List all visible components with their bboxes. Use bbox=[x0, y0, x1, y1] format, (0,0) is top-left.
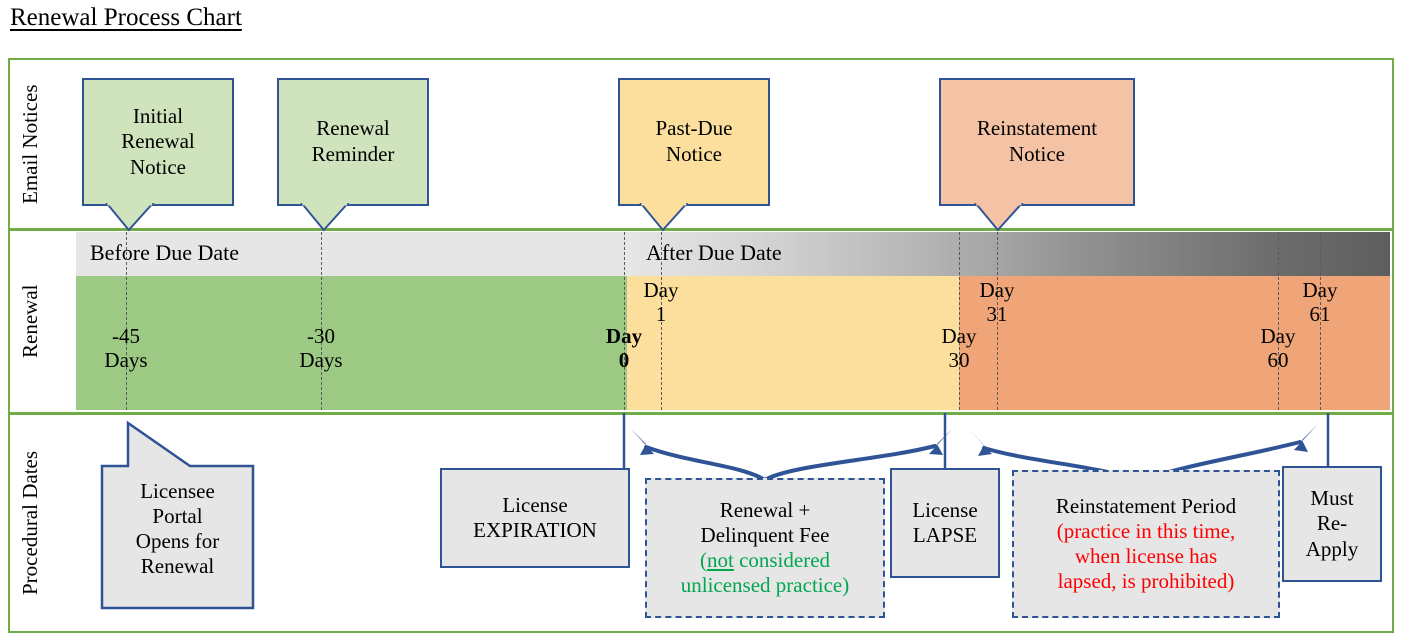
notice-line-2: Notice bbox=[1009, 142, 1065, 166]
procedural-box-renewal-delinquent-fee[interactable]: Renewal + Delinquent Fee (not considered… bbox=[645, 478, 885, 618]
notice-line-1: Renewal bbox=[316, 116, 390, 141]
day-label-line-1: Day bbox=[1260, 324, 1296, 348]
day-label-line-2: 61 bbox=[1309, 302, 1331, 327]
band-before-due-date bbox=[76, 276, 627, 410]
box-note-line-2: when license has bbox=[1074, 544, 1218, 568]
day-label-day-60: Day 60 bbox=[1228, 324, 1328, 373]
box-line-1: License bbox=[502, 492, 568, 517]
marker-line-day-30 bbox=[959, 232, 960, 410]
box-note-line-1: (not considered bbox=[699, 548, 831, 572]
row-separator-1 bbox=[8, 228, 1394, 231]
day-label-line-2: Days bbox=[104, 348, 148, 373]
day-label-day-31: Day 31 bbox=[947, 278, 1047, 327]
marker-line-day-31 bbox=[997, 232, 998, 410]
row-label-renewal: Renewal bbox=[18, 284, 42, 358]
band-reinstatement bbox=[959, 276, 1390, 410]
box-line-1: Must bbox=[1310, 486, 1354, 511]
day-label-line-2: 60 bbox=[1267, 348, 1289, 373]
notice-line-2: Reminder bbox=[311, 142, 395, 166]
box-line-2: Delinquent Fee bbox=[700, 522, 830, 547]
day-label-line-1: Day bbox=[941, 324, 977, 348]
procedural-box-license-lapse[interactable]: License LAPSE bbox=[890, 468, 1000, 578]
notice-line-1: Initial bbox=[132, 103, 184, 128]
row-label-email-notices: Email Notices bbox=[18, 84, 42, 204]
notice-line-1: Reinstatement bbox=[976, 116, 1098, 141]
box-line-2: LAPSE bbox=[912, 523, 978, 547]
procedural-box-reinstatement-period[interactable]: Reinstatement Period (practice in this t… bbox=[1012, 470, 1280, 618]
page-title: Renewal Process Chart bbox=[10, 4, 242, 31]
procedural-box-licensee-portal[interactable]: Licensee Portal Opens for Renewal bbox=[100, 420, 255, 610]
box-line-3: Apply bbox=[1305, 536, 1359, 561]
email-notice-initial-renewal-notice[interactable]: Initial Renewal Notice bbox=[82, 78, 234, 232]
marker-line-day-1 bbox=[661, 232, 662, 410]
day-label-line-1: Day bbox=[605, 324, 643, 348]
day-label-line-2: 30 bbox=[948, 348, 970, 373]
day-label-line-2: 0 bbox=[618, 348, 630, 373]
marker-line-day-61 bbox=[1320, 232, 1321, 410]
notice-line-2: Renewal bbox=[121, 129, 195, 154]
day-label-line-1: Day bbox=[979, 278, 1015, 302]
box-note-line-3: lapsed, is prohibited) bbox=[1057, 569, 1235, 594]
day-label-day-61: Day 61 bbox=[1270, 278, 1370, 327]
notice-line-2: Notice bbox=[666, 142, 722, 166]
box-line-3: Opens for bbox=[135, 529, 220, 553]
day-label-line-2: Days bbox=[299, 348, 343, 373]
box-line-2: Portal bbox=[152, 503, 203, 528]
day-label-minus-45: -45 Days bbox=[76, 324, 176, 373]
box-note-line-2: unlicensed practice) bbox=[680, 573, 850, 598]
procedural-box-must-reapply[interactable]: Must Re- Apply bbox=[1282, 466, 1382, 582]
box-line-1: Renewal + bbox=[719, 497, 811, 522]
row-label-procedural-dates: Procedural Dates bbox=[18, 450, 42, 596]
email-notice-reinstatement-notice[interactable]: Reinstatement Notice bbox=[939, 78, 1135, 232]
gradient-label-after-due-date: After Due Date bbox=[646, 240, 782, 265]
box-line-1: Reinstatement Period bbox=[1055, 493, 1237, 518]
day-label-line-1: Day bbox=[1302, 278, 1338, 302]
day-label-line-1: -45 bbox=[112, 324, 140, 348]
day-label-minus-30: -30 Days bbox=[271, 324, 371, 373]
chart-frame bbox=[8, 58, 1394, 633]
timeline-gradient-bar bbox=[76, 232, 1390, 276]
bubble-shape-icon bbox=[100, 420, 255, 610]
row-separator-2 bbox=[8, 412, 1394, 415]
email-notice-renewal-reminder[interactable]: Renewal Reminder bbox=[277, 78, 429, 232]
day-label-day-30: Day 30 bbox=[909, 324, 1009, 373]
box-note-line-1: (practice in this time, bbox=[1056, 518, 1236, 543]
box-line-2: Re- bbox=[1316, 511, 1348, 536]
marker-line-day-60 bbox=[1278, 232, 1279, 410]
box-line-4: Renewal bbox=[140, 554, 215, 579]
day-label-line-2: 1 bbox=[655, 302, 667, 327]
gradient-label-before-due-date: Before Due Date bbox=[90, 240, 240, 265]
notice-line-1: Past-Due bbox=[655, 116, 733, 141]
day-label-line-1: Day bbox=[643, 278, 679, 302]
day-label-line-2: 31 bbox=[986, 302, 1008, 327]
email-notice-past-due-notice[interactable]: Past-Due Notice bbox=[618, 78, 770, 232]
day-label-day-1: Day 1 bbox=[611, 278, 711, 327]
band-renewal-delinquent bbox=[627, 276, 959, 410]
marker-line-day--30 bbox=[321, 232, 322, 410]
day-label-day-0: Day 0 bbox=[574, 324, 674, 373]
procedural-box-license-expiration[interactable]: License EXPIRATION bbox=[440, 468, 630, 568]
box-line-1: License bbox=[912, 497, 978, 522]
box-line-1: Licensee bbox=[140, 478, 215, 503]
notice-line-3: Notice bbox=[130, 154, 186, 179]
marker-line-day--45 bbox=[126, 232, 127, 410]
renewal-timeline: Before Due Date After Due Date -45 Days … bbox=[76, 232, 1390, 410]
marker-line-day-0 bbox=[624, 232, 625, 410]
day-label-line-1: -30 bbox=[307, 324, 335, 348]
box-line-2: EXPIRATION bbox=[473, 518, 597, 542]
